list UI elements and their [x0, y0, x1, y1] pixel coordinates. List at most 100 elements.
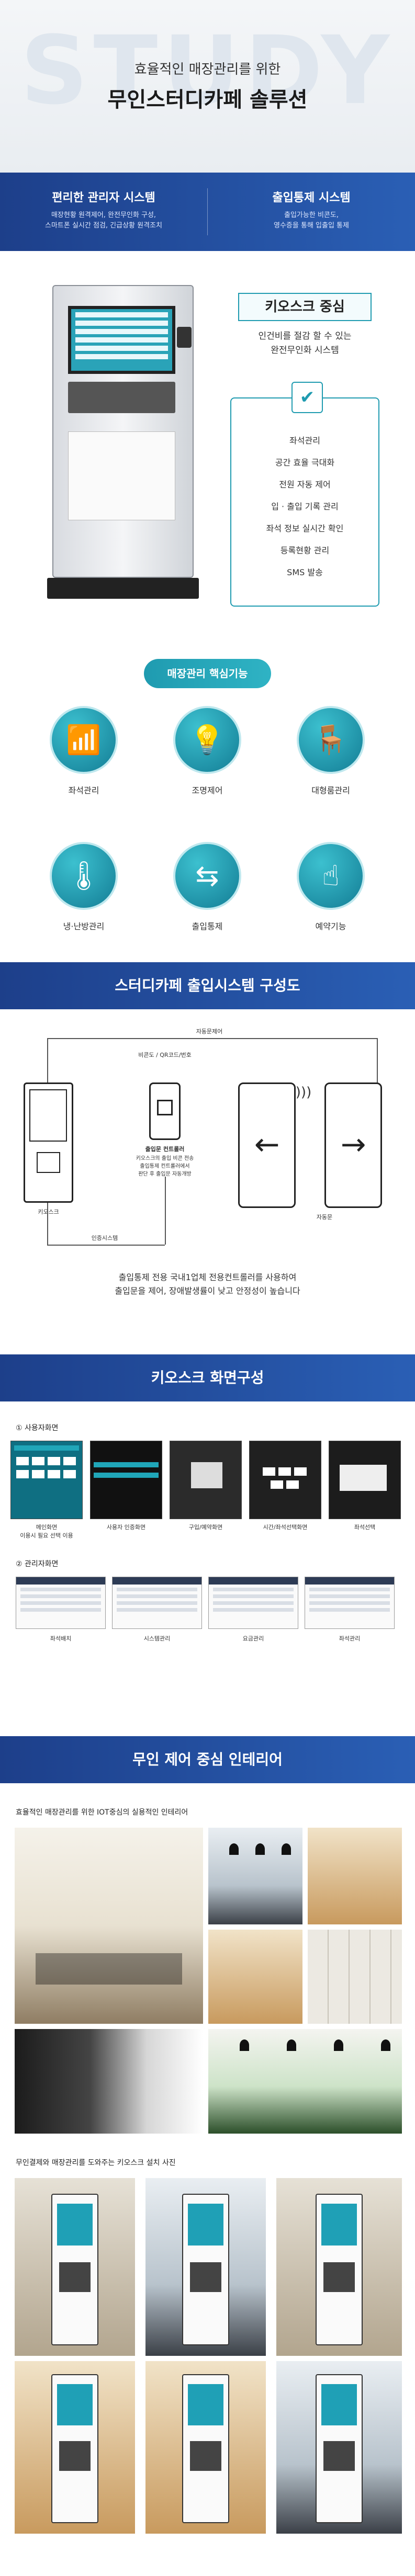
controller-description: 키오스크의 출입 비콘 전송 출입통제 컨트롤러에서 판단 후 출입문 자동개방	[136, 1156, 194, 1177]
screens-section: ① 사용자화면 메인화면 이용시 필요 선택 이용 사용자 인증화면 구입/예약…	[0, 1401, 415, 1736]
kiosk-install-photo-6	[276, 2361, 402, 2534]
hero-background-word: STUDY	[20, 16, 395, 126]
label-door: 자동문	[316, 1214, 333, 1221]
kiosk-diagram-icon	[24, 1082, 73, 1203]
access-caption-line2: 출입문을 제어, 장애발생률이 낮고 안정성이 높습니다	[115, 1285, 300, 1296]
label-beacon: 비콘도 / QR코드/번호	[138, 1052, 192, 1058]
feature-divider	[207, 188, 208, 235]
kiosk-install-photo-4	[15, 2361, 135, 2534]
interior-section: 효율적인 매장관리를 위한 IOT중심의 실용적인 인테리어 무인결제와 매장관…	[0, 1783, 415, 2576]
kiosk-card-reader	[177, 327, 192, 348]
core-item-light: 💡 조명제어	[155, 706, 260, 796]
admin-label: 시스템관리	[143, 1635, 171, 1642]
door-icon: ⇆	[173, 842, 241, 910]
screen-purchase	[170, 1441, 242, 1519]
core-item-label: 좌석관리	[68, 785, 99, 795]
connector-line	[165, 1177, 166, 1245]
access-caption-line1: 출입통제 전용 국내1업체 전용컨트롤러를 사용하여	[118, 1272, 297, 1282]
feature-admin: 편리한 관리자 시스템 매장현황 원격제어, 완전무인화 구성, 스마트폰 실시…	[0, 188, 207, 231]
feature-admin-desc: 매장현황 원격제어, 완전무인화 구성, 스마트폰 실시간 점검, 긴급상황 원…	[45, 211, 162, 230]
check-icon: ✔	[291, 382, 323, 413]
signal-icon: )))	[295, 1085, 312, 1100]
interior-caption-1: 효율적인 매장관리를 위한 IOT중심의 실용적인 인테리어	[16, 1808, 188, 1817]
kiosk-feature-item: 전원 자동 제어	[279, 480, 331, 489]
connector-line	[47, 1245, 165, 1246]
admin-screen-fee	[208, 1577, 298, 1629]
feature-access-title: 출입통제 시스템	[272, 191, 351, 204]
kiosk-base	[47, 578, 199, 599]
kiosk-section: 키오스크 중심 인건비를 절감 할 수 있는 완전무인화 시스템 ✔ 좌석관리 …	[0, 251, 415, 648]
kiosk-subtitle-line2: 완전무인화 시스템	[271, 345, 339, 356]
hero-subtitle: 효율적인 매장관리를 위한	[134, 62, 281, 77]
label-kiosk: 키오스크	[38, 1209, 59, 1215]
kiosk-lower-cabinet	[68, 431, 175, 520]
core-features-section: 매장관리 핵심기능 📶 좌석관리 💡 조명제어 🪑 대형룸관리 🌡 냉·난방관리…	[0, 648, 415, 962]
kiosk-install-photo-5	[145, 2361, 266, 2534]
label-auto-door-control: 자동문제어	[196, 1028, 223, 1035]
admin-screen-seat-layout	[16, 1577, 106, 1629]
screen-seat-label: 좌석선택	[354, 1524, 376, 1531]
label-controller: 출입문 컨트롤러	[145, 1146, 185, 1153]
feature-admin-title: 편리한 관리자 시스템	[52, 191, 155, 204]
screen-auth	[90, 1441, 162, 1519]
kiosk-feature-item: 등록현황 관리	[280, 545, 330, 555]
core-item-access: ⇆ 출입통제	[155, 842, 260, 932]
core-item-reserve: ☝ 예약기능	[278, 842, 383, 932]
thermometer-icon: 🌡	[50, 842, 118, 910]
screen-time-select	[249, 1441, 321, 1519]
interior-photo-lockers	[308, 1930, 402, 2024]
bulb-icon: 💡	[173, 706, 241, 774]
admin-screen-seat	[305, 1577, 395, 1629]
kiosk-subtitle-line1: 인건비를 절감 할 수 있는	[258, 331, 352, 341]
hero-title: 무인스터디카페 솔루션	[107, 88, 308, 112]
access-section-bar: 스터디카페 출입시스템 구성도	[0, 962, 415, 1009]
gate-left-arrow-icon: ←	[238, 1082, 296, 1208]
label-auth-system: 인증시스템	[91, 1235, 118, 1241]
core-item-label: 예약기능	[315, 921, 346, 931]
kiosk-install-photo-3	[276, 2178, 402, 2356]
interior-photo-desks	[308, 1828, 402, 1924]
phone-qr-icon	[149, 1082, 181, 1140]
screen-purchase-label: 구입/예약화면	[188, 1524, 223, 1531]
room-icon: 🪑	[297, 706, 365, 774]
core-item-seat: 📶 좌석관리	[31, 706, 136, 796]
hero-section: STUDY 효율적인 매장관리를 위한 무인스터디카페 솔루션	[0, 0, 415, 173]
wifi-seat-icon: 📶	[50, 706, 118, 774]
connector-line	[377, 1038, 378, 1082]
interior-section-bar: 무인 제어 중심 인테리어	[0, 1736, 415, 1783]
kiosk-illustration	[47, 285, 199, 609]
core-item-label: 조명제어	[192, 785, 223, 795]
interior-photo-room	[208, 1828, 302, 1924]
admin-label: 요금관리	[242, 1635, 264, 1642]
gate-right-arrow-icon: →	[324, 1082, 382, 1208]
screen-auth-label: 사용자 인증화면	[106, 1524, 146, 1531]
admin-screens-title: ② 관리자화면	[16, 1560, 59, 1568]
user-screens-title: ① 사용자화면	[16, 1424, 59, 1432]
kiosk-badge: 키오스크 중심	[238, 293, 372, 321]
feature-access-desc: 출입가능한 비콘도, 영수증을 통해 입출입 통제	[274, 211, 349, 230]
kiosk-install-photo-1	[15, 2178, 135, 2356]
interior-photo-cafe	[208, 1930, 302, 2024]
access-section: 자동문제어 키오스크 비콘도 / QR코드/번호 출입문 컨트롤러 키오스크의 …	[0, 1009, 415, 1354]
interior-photo-corridor	[15, 2029, 203, 2134]
admin-screen-system	[112, 1577, 202, 1629]
kiosk-feature-card: ✔ 좌석관리 공간 효율 극대화 전원 자동 제어 입 · 출입 기록 관리 좌…	[230, 382, 379, 607]
core-item-room: 🪑 대형룸관리	[278, 706, 383, 796]
core-features-pill: 매장관리 핵심기능	[144, 659, 271, 688]
kiosk-install-photo-2	[145, 2178, 266, 2356]
interior-photo-hall	[15, 1828, 203, 2024]
admin-label: 좌석관리	[339, 1635, 361, 1642]
connector-line	[47, 1038, 377, 1039]
feature-access: 출입통제 시스템 출입가능한 비콘도, 영수증을 통해 입출입 통제	[208, 188, 415, 231]
touch-icon: ☝	[297, 842, 365, 910]
kiosk-subtitle: 인건비를 절감 할 수 있는 완전무인화 시스템	[225, 329, 385, 358]
kiosk-feature-list: 좌석관리 공간 효율 극대화 전원 자동 제어 입 · 출입 기록 관리 좌석 …	[231, 398, 378, 584]
screen-time-label: 시간/좌석선택화면	[263, 1524, 308, 1531]
screen-seat-select	[329, 1441, 401, 1519]
kiosk-feature-item: 좌석관리	[289, 436, 320, 446]
core-item-hvac: 🌡 냉·난방관리	[31, 842, 136, 932]
screen-main-label: 메인화면 이용시 필요 선택 이용	[20, 1524, 73, 1539]
connector-line	[47, 1203, 48, 1245]
feature-bar: 편리한 관리자 시스템 매장현황 원격제어, 완전무인화 구성, 스마트폰 실시…	[0, 173, 415, 251]
